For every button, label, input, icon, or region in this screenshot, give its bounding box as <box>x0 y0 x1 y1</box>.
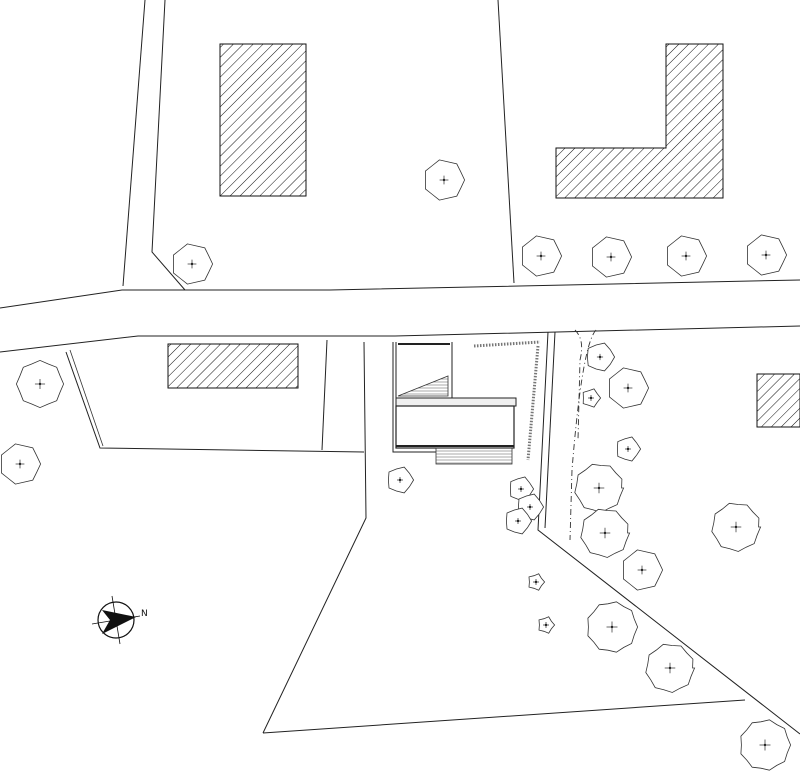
tree-canopy-icon <box>505 507 533 535</box>
parcel-middle-boundary <box>497 0 515 284</box>
house-ramp <box>397 375 449 397</box>
building-north-west <box>219 43 307 197</box>
tree-canopy-icon <box>747 234 788 276</box>
parcel-inner-boundary <box>151 0 186 291</box>
tree-canopy-icon <box>522 235 563 277</box>
site-east-boundary-inner <box>544 331 556 529</box>
site-outline <box>262 331 800 735</box>
north-arrow-icon: N <box>91 595 148 645</box>
site-east-boundary <box>537 331 800 735</box>
tree-canopy-icon <box>0 443 42 485</box>
path-east-1 <box>574 329 583 441</box>
tree-canopy-icon <box>582 388 602 408</box>
tree-canopy-icon <box>15 359 65 409</box>
tree-canopy-icon <box>387 466 415 494</box>
road-south-edge <box>0 325 800 353</box>
tree-canopy-icon <box>587 601 639 653</box>
tree-canopy-icon <box>616 436 642 462</box>
driveway-west-edge <box>262 341 367 734</box>
trees <box>0 159 792 771</box>
building-south-west <box>167 343 299 389</box>
parcel-lines <box>122 0 515 291</box>
tree-canopy-icon <box>586 342 616 372</box>
parcel-sw-inner-edge <box>69 349 104 447</box>
building-east <box>756 373 800 428</box>
tree-canopy-icon <box>609 367 650 409</box>
tree-canopy-icon <box>173 243 214 285</box>
tree-canopy-icon <box>425 159 466 201</box>
project-house <box>395 342 517 465</box>
tree-canopy-icon <box>528 573 546 591</box>
road <box>0 279 800 353</box>
parcel-sw-outline <box>65 351 365 453</box>
tree-canopy-icon <box>711 502 762 552</box>
parcel-west-boundary <box>122 0 146 287</box>
site-south-edge <box>262 699 746 734</box>
tree-canopy-icon <box>740 719 792 771</box>
neighbour-buildings <box>167 43 800 428</box>
parcel-sw-east-edge <box>321 339 328 451</box>
driveway-east-edge <box>392 342 436 453</box>
tree-canopy-icon <box>538 616 556 634</box>
tree-canopy-icon <box>580 508 631 558</box>
road-north-edge <box>0 279 800 309</box>
north-label: N <box>141 609 148 619</box>
tree-canopy-icon <box>667 235 708 277</box>
hedge-north <box>473 340 541 348</box>
tree-canopy-icon <box>623 549 664 591</box>
tree-canopy-icon <box>645 643 696 693</box>
parcel-south-west <box>65 339 365 453</box>
house-terrace-strip <box>395 397 517 407</box>
tree-canopy-icon <box>574 463 625 513</box>
tree-canopy-icon <box>592 236 633 278</box>
house-stairs <box>435 447 513 465</box>
hedge-east <box>526 345 540 461</box>
path-east-2 <box>569 329 597 541</box>
hedges <box>473 340 541 461</box>
house-lower-volume <box>395 405 515 449</box>
building-north-east-l-shape <box>555 43 724 199</box>
dashed-paths <box>569 329 597 541</box>
